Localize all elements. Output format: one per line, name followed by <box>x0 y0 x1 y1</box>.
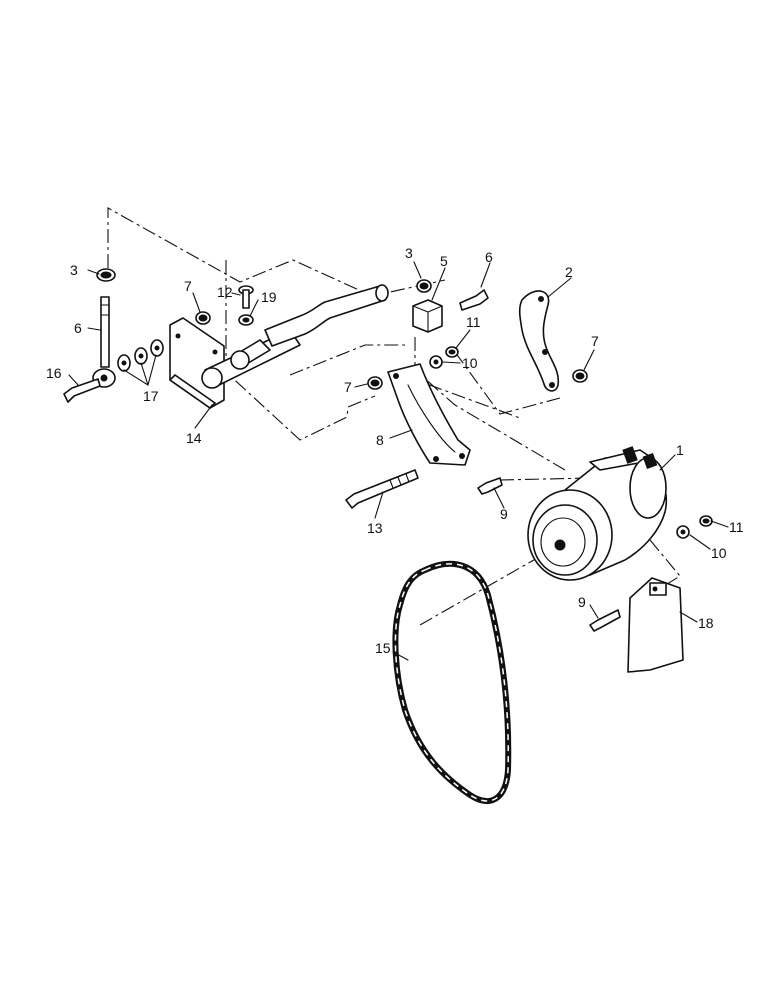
bolt-part-9-upper <box>477 477 503 495</box>
callout-8: 8 <box>376 432 384 448</box>
callout-2: 2 <box>565 264 573 280</box>
nut-part-3-right <box>416 279 432 293</box>
bolt-part-12 <box>238 285 254 309</box>
callout-4: 5 <box>440 253 448 269</box>
cover-part-18 <box>627 577 684 673</box>
nut-part-7-right <box>572 369 588 383</box>
callout-19: 19 <box>261 289 277 305</box>
nut-part-11-right <box>699 515 713 527</box>
callout-9-lower: 9 <box>578 594 586 610</box>
callout-13: 13 <box>367 520 383 536</box>
bolt-part-6 <box>459 289 489 311</box>
washer-part-10-right <box>676 525 690 539</box>
callout-7-middle: 7 <box>344 379 352 395</box>
assembly-centerlines <box>107 207 681 626</box>
nut-part-7-middle <box>367 376 383 390</box>
callout-11-right: 11 <box>729 519 744 535</box>
callout-9-upper: 9 <box>500 506 508 522</box>
bolt-part-9-lower <box>589 609 621 632</box>
callout-7-right: 7 <box>591 333 599 349</box>
callout-7-upper: 7 <box>184 278 192 294</box>
callout-5: 6 <box>74 320 82 336</box>
bolt-part-13 <box>345 469 419 509</box>
nut-part-3-left <box>96 268 116 282</box>
leader-lines <box>68 261 729 661</box>
washer-part-19 <box>238 314 254 326</box>
callout-18: 18 <box>698 615 714 631</box>
callout-labels: 3 6 16 17 7 12 19 14 3 5 6 11 10 7 2 7 8… <box>46 245 744 656</box>
nut-part-7-upper <box>195 311 211 325</box>
callout-17: 17 <box>143 388 159 404</box>
callout-6: 6 <box>485 249 493 265</box>
belt-part-15 <box>392 560 512 804</box>
bolt-part-5 <box>92 296 116 388</box>
callout-3-right: 3 <box>405 245 413 261</box>
bracket-part-8 <box>387 363 471 466</box>
callout-15: 15 <box>375 640 391 656</box>
washers-part-17 <box>117 339 164 372</box>
washer-part-10-upper <box>429 355 443 369</box>
nut-part-11-upper <box>445 346 459 358</box>
bracket-part-14 <box>169 284 389 409</box>
compressor-part-1 <box>527 446 667 581</box>
bracket-part-2 <box>518 290 560 392</box>
block-part-4 <box>412 299 443 333</box>
callout-11-upper: 11 <box>466 314 481 330</box>
callout-10-upper: 10 <box>462 355 478 371</box>
callout-16: 16 <box>46 365 62 381</box>
bolt-part-16 <box>63 378 101 403</box>
callout-10-right: 10 <box>711 545 727 561</box>
callout-14: 14 <box>186 430 202 446</box>
callout-12: 12 <box>217 284 233 300</box>
callout-1: 1 <box>676 442 684 458</box>
callout-3-left: 3 <box>70 262 78 278</box>
